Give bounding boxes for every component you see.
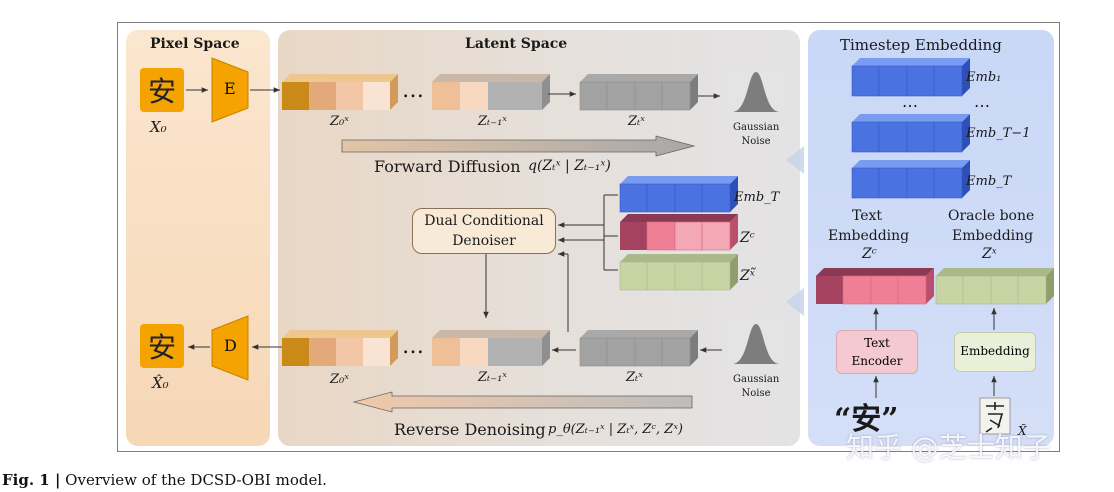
text-input-character: “安” <box>834 402 899 437</box>
output-label: X̂₀ <box>152 374 169 392</box>
reverse-noise-label-1: Gaussian <box>733 374 780 385</box>
chevron-forward-icon <box>786 146 804 174</box>
oracle-embedding-block <box>935 268 1054 305</box>
output-character: 安 <box>140 324 184 368</box>
emb-ellipsis-2: … <box>974 92 990 111</box>
reverse-denoising-label: Reverse Denoising <box>394 420 546 439</box>
input-character: 安 <box>140 68 184 112</box>
text-embedding-title-1: Text <box>852 208 883 224</box>
dual-conditional-denoiser: Dual Conditional Denoiser <box>412 208 556 254</box>
text-encoder-line-1: Text <box>864 336 890 350</box>
forward-noise-label-1: Gaussian <box>733 122 780 133</box>
caption-text: Overview of the DCSD-OBI model. <box>60 471 327 489</box>
forward-z0-label: Z₀ˣ <box>330 114 349 129</box>
forward-zt1-block <box>432 74 550 110</box>
forward-diffusion-formula: q(Zₜˣ | Zₜ₋₁ˣ) <box>528 158 611 174</box>
reverse-z0-label: Z₀ˣ <box>330 372 349 387</box>
watermark: 知乎 @芝士知子 <box>846 431 1051 464</box>
input-label: X₀ <box>150 118 167 136</box>
cond-emb-t-label: Emb_T <box>734 190 780 205</box>
text-embedding-var: Zᶜ <box>862 246 877 262</box>
caption-prefix: Fig. 1 | <box>2 471 61 489</box>
forward-diffusion-arrow <box>341 135 696 157</box>
pixel-space-title: Pixel Space <box>150 36 240 52</box>
cond-zc-block <box>620 214 738 251</box>
oracle-embedding-title-1: Oracle bone <box>948 208 1035 224</box>
emb-1-block <box>851 58 970 97</box>
encoder-label: E <box>224 79 236 98</box>
forward-z0-block <box>282 74 398 110</box>
denoiser-line-2: Denoiser <box>452 233 516 249</box>
encoder-block <box>211 57 249 123</box>
emb-t1-block <box>851 114 970 153</box>
reverse-noise-label-2: Noise <box>741 388 771 399</box>
text-embedding-block <box>816 268 934 305</box>
text-embedding-title-2: Embedding <box>828 228 910 244</box>
embedding-box: Embedding <box>954 332 1036 372</box>
timestep-embedding-panel <box>808 30 1054 446</box>
condition-bracket <box>603 194 618 271</box>
latent-space-title: Latent Space <box>465 36 568 52</box>
figure-caption: Fig. 1 | Overview of the DCSD-OBI model. <box>2 471 327 489</box>
emb-t1-label: Emb_T−1 <box>966 126 1031 141</box>
reverse-denoising-formula: p_θ(Zₜ₋₁ˣ | Zₜˣ, Zᶜ, Zˣ) <box>548 422 684 437</box>
reverse-zt-label: Zₜˣ <box>626 370 643 385</box>
gaussian-noise-icon-reverse <box>728 318 784 370</box>
forward-ellipsis: … <box>402 78 424 103</box>
cond-zx-label: Zˣ̃ <box>740 268 755 284</box>
figure-frame <box>117 22 1060 452</box>
gaussian-noise-icon-forward <box>728 66 784 118</box>
emb-t-label: Emb_T <box>966 174 1012 189</box>
forward-zt-block <box>579 74 698 111</box>
text-encoder-box: Text Encoder <box>836 330 918 374</box>
timestep-embedding-title: Timestep Embedding <box>840 36 1002 54</box>
oracle-embedding-var: Zˣ <box>982 246 997 262</box>
chevron-reverse-icon <box>786 288 804 316</box>
text-encoder-line-2: Encoder <box>851 354 903 368</box>
oracle-bone-glyph <box>979 397 1011 435</box>
emb-t-block <box>851 160 970 199</box>
reverse-denoising-arrow <box>352 391 693 413</box>
decoder-block <box>211 315 249 381</box>
oracle-glyph-label: X̃ <box>1018 424 1027 438</box>
oracle-embedding-title-2: Embedding <box>952 228 1034 244</box>
reverse-zt1-label: Zₜ₋₁ˣ <box>478 370 507 385</box>
reverse-zt1-block <box>432 330 550 366</box>
reverse-ellipsis: … <box>402 334 424 359</box>
emb-1-label: Emb₁ <box>966 70 1002 85</box>
forward-noise-label-2: Noise <box>741 136 771 147</box>
denoiser-line-1: Dual Conditional <box>424 213 544 229</box>
forward-diffusion-label: Forward Diffusion <box>374 157 521 176</box>
forward-zt-label: Zₜˣ <box>628 114 645 129</box>
reverse-zt-block <box>579 330 698 367</box>
emb-ellipsis-1: … <box>902 92 918 111</box>
decoder-label: D <box>224 336 237 355</box>
cond-emb-t-block <box>619 176 738 213</box>
cond-zx-block <box>619 254 738 291</box>
reverse-z0-block <box>282 330 398 366</box>
forward-zt1-label: Zₜ₋₁ˣ <box>478 114 507 129</box>
cond-zc-label: Zᶜ <box>740 230 755 246</box>
